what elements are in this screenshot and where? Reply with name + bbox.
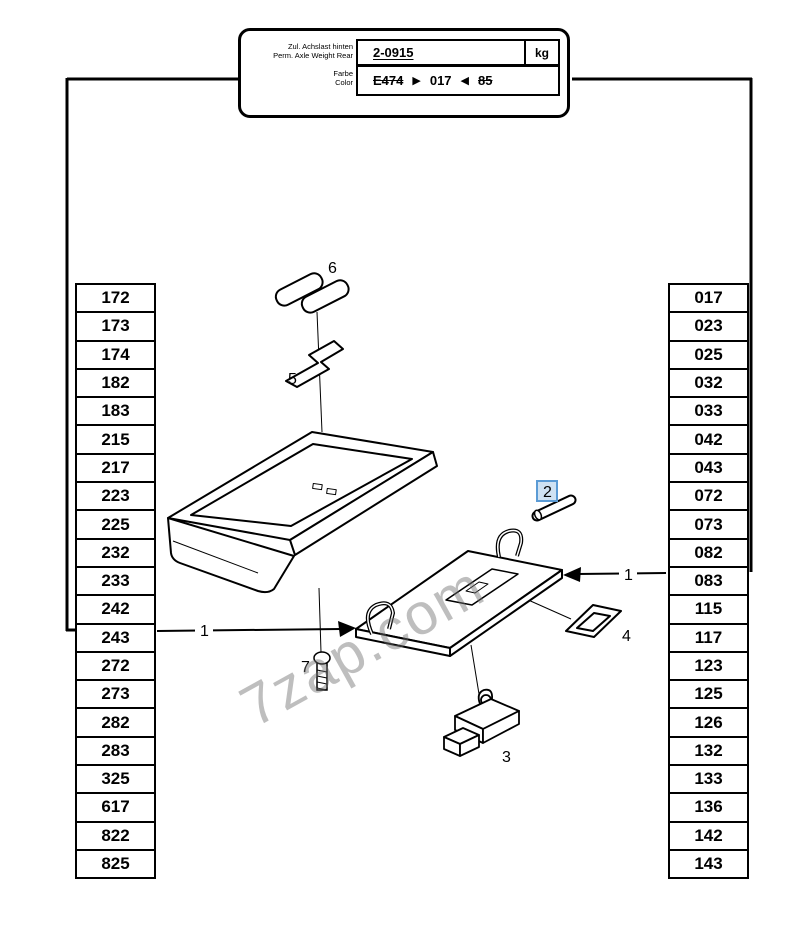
part-number-cell[interactable]: 273	[75, 679, 156, 710]
part-number-cell[interactable]: 172	[75, 283, 156, 314]
callout-3[interactable]: 3	[502, 749, 511, 766]
part-number-cell[interactable]: 143	[668, 848, 749, 880]
part-number-cell[interactable]: 225	[75, 509, 156, 540]
part-number-cell[interactable]: 183	[75, 396, 156, 427]
part-number-cell[interactable]: 283	[75, 735, 156, 767]
part-5-spring-clip	[285, 340, 344, 388]
part-number-cell[interactable]: 133	[668, 764, 749, 795]
part-number-cell[interactable]: 182	[75, 367, 156, 399]
part-number-cell[interactable]: 115	[668, 594, 749, 625]
callout-1-right[interactable]: 1	[624, 567, 633, 584]
part-number-cell[interactable]: 126	[668, 707, 749, 738]
color-label-en: Color	[335, 78, 353, 87]
color-code-old: E474	[373, 73, 404, 88]
plate-connector-lines	[65, 77, 753, 632]
part-number-cell[interactable]: 042	[668, 424, 749, 455]
callout-2-highlight-box[interactable]	[536, 480, 558, 502]
arrow-left-icon: ◀	[460, 75, 470, 87]
axle-weight-unit: kg	[524, 41, 558, 64]
plate-data-table: 2-0915 kg E474 ▶ 017 ◀ 85	[356, 39, 560, 96]
part-number-cell[interactable]: 282	[75, 707, 156, 738]
part-number-cell[interactable]: 173	[75, 311, 156, 342]
callout-1-left[interactable]: 1	[200, 623, 209, 640]
arrow-right-icon: ▶	[412, 75, 421, 87]
callout-5[interactable]: 5	[288, 371, 297, 388]
part-number-cell[interactable]: 032	[668, 367, 749, 399]
part-number-cell[interactable]: 174	[75, 339, 156, 370]
axle-weight-value: 2-0915	[373, 45, 414, 60]
axle-weight-row: 2-0915 kg	[358, 41, 558, 67]
color-label-de: Farbe	[333, 69, 353, 78]
color-code-new: 017	[429, 73, 452, 88]
part-number-cell[interactable]: 082	[668, 537, 749, 568]
part-number-cell[interactable]: 822	[75, 820, 156, 851]
part-number-cell[interactable]: 125	[668, 679, 749, 710]
lid-left-hook-inner	[367, 602, 394, 635]
callout-7[interactable]: 7	[301, 659, 310, 676]
part-number-cell[interactable]: 073	[668, 509, 749, 540]
callout-4[interactable]: 4	[622, 628, 631, 645]
part-3-lock	[443, 688, 520, 757]
part-number-cell[interactable]: 043	[668, 452, 749, 484]
part-number-cell[interactable]: 132	[668, 735, 749, 767]
part-6-clip	[274, 272, 350, 314]
callout-2[interactable]: 2	[543, 484, 552, 501]
part-number-cell[interactable]: 117	[668, 622, 749, 653]
part-number-cell[interactable]: 617	[75, 792, 156, 823]
type-plate: Zul. Achslast hinten Perm. Axle Weight R…	[238, 28, 570, 118]
part-number-cell[interactable]: 217	[75, 452, 156, 484]
part-number-cell[interactable]: 233	[75, 565, 156, 597]
glovebox-housing	[167, 431, 438, 594]
part-number-cell[interactable]: 083	[668, 565, 749, 597]
callout-arrow-left	[156, 618, 356, 639]
part-7-screw	[313, 651, 331, 691]
part-number-cell[interactable]: 272	[75, 650, 156, 682]
color-code-row: E474 ▶ 017 ◀ 85	[358, 67, 558, 94]
part-number-cell[interactable]: 325	[75, 764, 156, 795]
axle-weight-label: Zul. Achslast hinten Perm. Axle Weight R…	[253, 42, 353, 60]
part-number-cell[interactable]: 123	[668, 650, 749, 682]
part-number-cell[interactable]: 142	[668, 820, 749, 851]
part-number-cell[interactable]: 017	[668, 283, 749, 314]
part-number-cell[interactable]: 023	[668, 311, 749, 342]
part-number-cell[interactable]: 033	[668, 396, 749, 427]
callout-arrow-right	[563, 562, 667, 583]
color-label: Farbe Color	[253, 69, 353, 87]
part-number-cell[interactable]: 136	[668, 792, 749, 823]
color-code-prev: 85	[478, 73, 493, 88]
part-number-cell[interactable]: 025	[668, 339, 749, 370]
part-1-lid	[355, 550, 563, 657]
lid-latch-hook-inner	[497, 529, 522, 558]
part-4-clip	[565, 604, 622, 638]
callout-6[interactable]: 6	[328, 260, 337, 277]
part-number-cell[interactable]: 215	[75, 424, 156, 455]
part-number-cell[interactable]: 223	[75, 481, 156, 512]
axle-weight-label-de: Zul. Achslast hinten	[287, 42, 353, 51]
part-number-cell[interactable]: 232	[75, 537, 156, 568]
part-number-cell[interactable]: 242	[75, 594, 156, 625]
part-number-cell[interactable]: 243	[75, 622, 156, 653]
part-number-cell[interactable]: 825	[75, 848, 156, 880]
part-number-cell[interactable]: 072	[668, 481, 749, 512]
axle-weight-label-en: Perm. Axle Weight Rear	[273, 51, 353, 60]
part-2-pin	[531, 494, 577, 522]
